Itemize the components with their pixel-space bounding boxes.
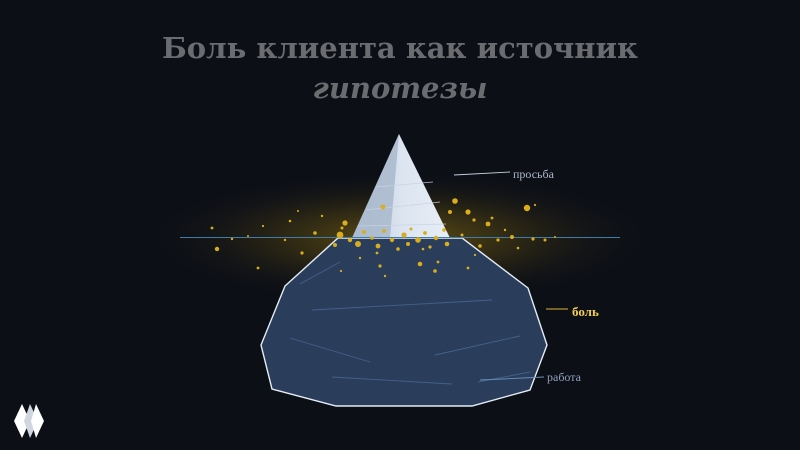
title-line-2: гипотезы <box>312 71 488 105</box>
tip-facets <box>357 181 447 227</box>
underwater-facets <box>289 261 531 385</box>
label-work: работа <box>547 370 582 384</box>
label-request: просьба <box>513 167 555 181</box>
diamond-logo-icon <box>14 404 44 438</box>
leader-request <box>453 171 511 176</box>
title-line-1: Боль клиента как источник <box>162 31 638 65</box>
golden-particles <box>210 198 556 278</box>
iceberg-underwater <box>260 237 548 407</box>
slide-title: Боль клиента как источник гипотезы <box>0 28 800 108</box>
leader-work <box>479 376 545 381</box>
iceberg-tip-shade <box>352 134 399 238</box>
label-pain: боль <box>572 304 599 319</box>
